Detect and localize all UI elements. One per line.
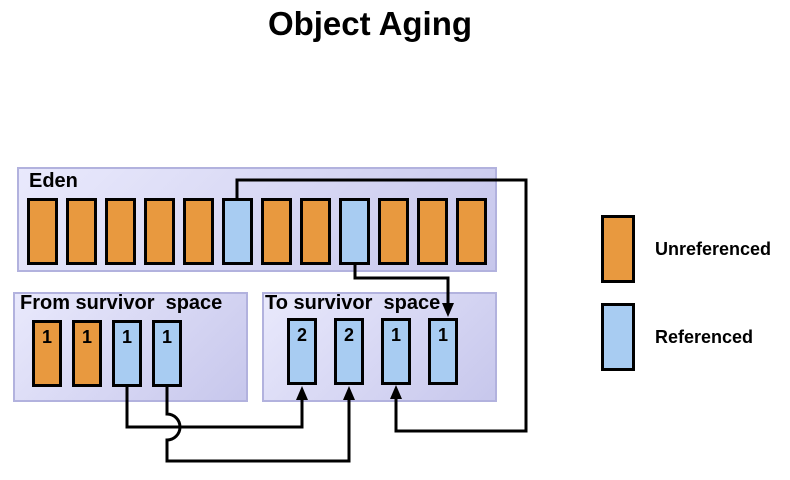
diagram-title: Object Aging	[267, 5, 473, 42]
from-survivor-block-2: 1	[72, 320, 102, 387]
eden-block-6	[222, 198, 253, 265]
to-survivor-block-3: 1	[381, 318, 411, 385]
eden-block-11	[417, 198, 448, 265]
referenced-swatch	[601, 303, 635, 371]
unreferenced-swatch	[601, 215, 635, 283]
from-survivor-block-3-age: 1	[121, 327, 132, 347]
from-survivor-block-1: 1	[32, 320, 62, 387]
legend-label-unreferenced: Unreferenced	[655, 238, 772, 259]
eden-blocks-row	[27, 198, 487, 265]
eden-block-1	[27, 198, 58, 265]
eden-block-2	[66, 198, 97, 265]
eden-space-label: Eden	[29, 170, 78, 192]
legend-label-referenced: Referenced	[655, 326, 754, 347]
to-survivor-block-1: 2	[287, 318, 317, 385]
to-survivor-block-1-age: 2	[296, 325, 307, 345]
from-survivor-block-4: 1	[152, 320, 182, 387]
from-survivor-blocks-row: 1 1 1 1	[32, 320, 182, 387]
from-survivor-block-2-age: 1	[81, 327, 92, 347]
from-survivor-block-1-age: 1	[41, 327, 52, 347]
eden-block-7	[261, 198, 292, 265]
to-survivor-block-4-age: 1	[437, 325, 448, 345]
legend-item-unreferenced: Unreferenced	[601, 215, 771, 283]
to-survivor-label: To survivor space	[265, 292, 441, 314]
eden-block-9	[339, 198, 370, 265]
from-survivor-label: From survivor space	[20, 292, 223, 314]
to-survivor-block-4: 1	[428, 318, 458, 385]
to-survivor-block-2-age: 2	[343, 325, 354, 345]
eden-block-3	[105, 198, 136, 265]
eden-block-12	[456, 198, 487, 265]
to-survivor-blocks-row: 2 2 1 1	[287, 318, 458, 385]
eden-block-4	[144, 198, 175, 265]
to-survivor-block-3-age: 1	[390, 325, 401, 345]
from-survivor-block-4-age: 1	[161, 327, 172, 347]
eden-block-8	[300, 198, 331, 265]
to-survivor-block-2: 2	[334, 318, 364, 385]
eden-block-10	[378, 198, 409, 265]
eden-block-5	[183, 198, 214, 265]
legend-item-referenced: Referenced	[601, 303, 753, 371]
from-survivor-block-3: 1	[112, 320, 142, 387]
